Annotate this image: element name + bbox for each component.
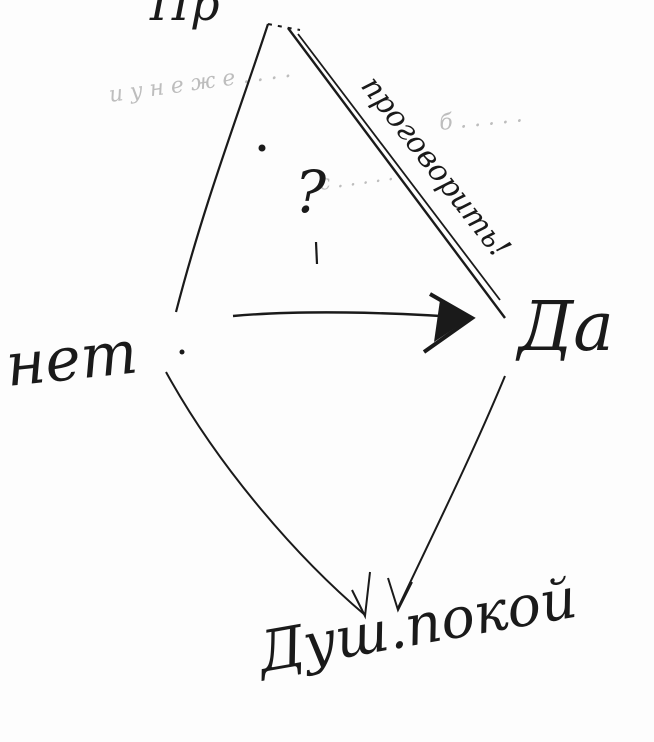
question-mark: ?: [295, 158, 327, 226]
faded-text-line-1: и у н е ж е . . . .: [107, 58, 292, 108]
edge-left-to-bottom: [166, 372, 365, 615]
edge-apex-to-right-second: [298, 34, 500, 300]
edge-apex-cap: [268, 24, 300, 30]
node-right-label: Да: [515, 288, 614, 367]
faded-text-line-2: б . . . . .: [438, 102, 524, 136]
arrow-left-to-right: [233, 312, 470, 318]
faded-text-line-3: с . . . . .: [317, 161, 394, 195]
top-partial-word: Пр: [149, 0, 220, 31]
node-bottom-label: Душ.покой: [250, 566, 581, 686]
dot-mark: [259, 145, 266, 152]
node-left-label: нет: [2, 318, 141, 401]
question-tick: [316, 242, 317, 264]
dot-left: [180, 350, 185, 355]
edge-right-to-bottom: [398, 376, 505, 608]
